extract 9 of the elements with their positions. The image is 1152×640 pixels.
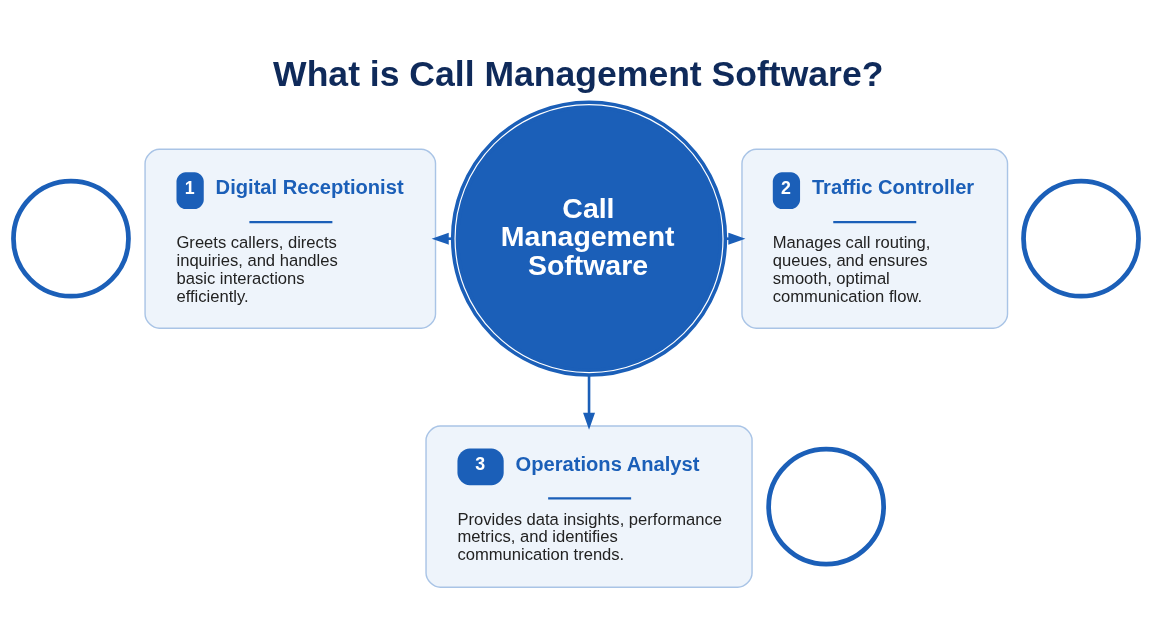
- node-box: 1 Digital Receptionist Greets callers, directs inquiries, and handles basic interactions efficiently.: [144, 148, 437, 329]
- arrow: [583, 374, 596, 430]
- node-box: 3 Operations Analyst Provides data insights, performance metrics, and identifies communication trends.: [425, 424, 753, 588]
- arrow: [431, 232, 453, 245]
- node-circle: [11, 178, 131, 299]
- diagram-title: What is Call Management Software?: [273, 53, 884, 94]
- node-circle: [766, 446, 886, 566]
- node-box: 2 Traffic Controller Manages call routing, queues, and ensures smooth, optimal communication flow.: [741, 148, 1009, 329]
- node-circle: [1021, 178, 1141, 299]
